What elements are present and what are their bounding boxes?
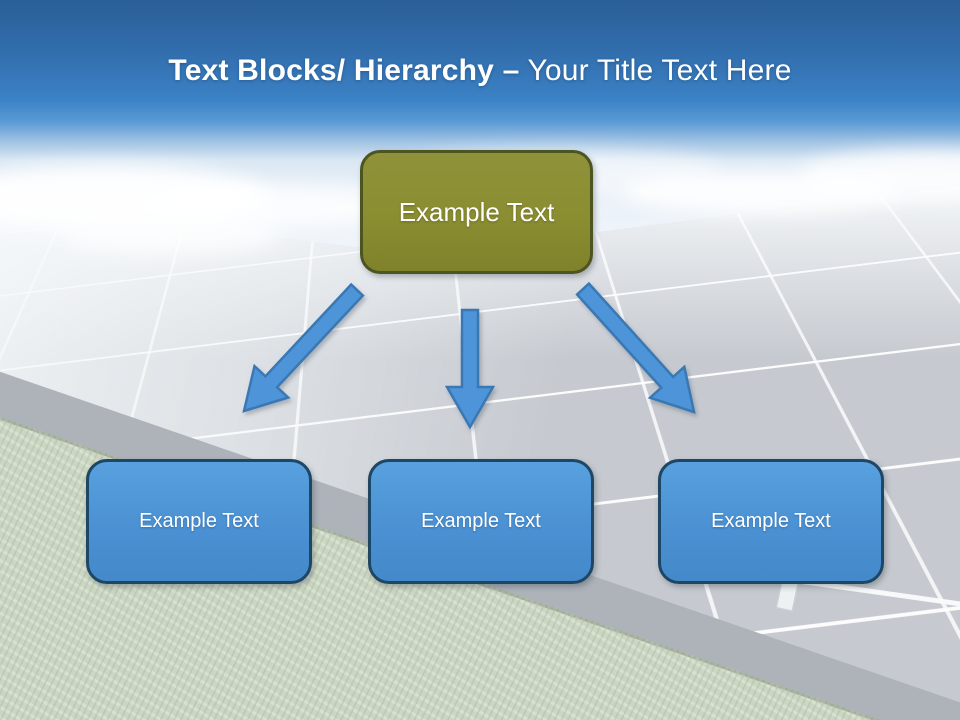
child-text-block-1[interactable]: Example Text	[86, 459, 312, 584]
child-text-block-2[interactable]: Example Text	[368, 459, 594, 584]
child-text-block-3-label: Example Text	[711, 510, 831, 532]
cloud	[60, 215, 280, 255]
child-text-block-1-label: Example Text	[139, 510, 259, 532]
slide-title-regular: Your Title Text Here	[519, 54, 792, 87]
root-text-block[interactable]: Example Text	[360, 150, 593, 274]
slide-title-bold: Text Blocks/ Hierarchy –	[168, 54, 520, 87]
child-text-block-3[interactable]: Example Text	[658, 459, 884, 584]
root-text-block-label: Example Text	[398, 196, 555, 227]
slide-title[interactable]: Text Blocks/ Hierarchy – Your Title Text…	[0, 54, 960, 88]
child-text-block-2-label: Example Text	[421, 510, 541, 532]
